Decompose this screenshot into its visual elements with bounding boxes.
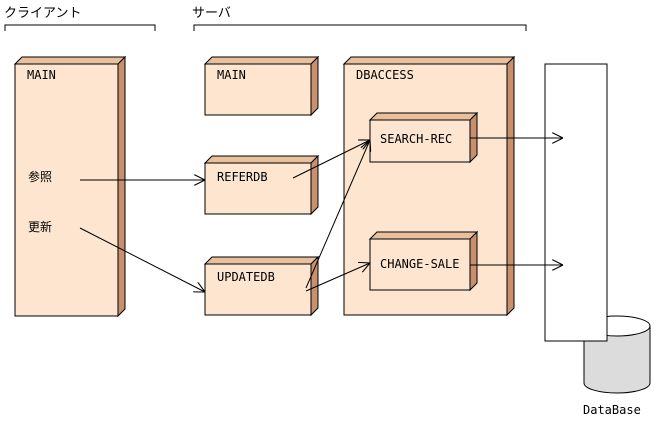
arrow-updatedb-to-search-rec xyxy=(305,140,370,289)
server-bracket xyxy=(193,24,527,31)
client-main-label: MAIN xyxy=(27,68,56,82)
server-header: サーバ xyxy=(192,6,231,21)
database-interface-box xyxy=(544,63,608,342)
client-main-box: MAIN 参照 更新 xyxy=(13,55,127,318)
change-sale-box: CHANGE-SALE xyxy=(368,230,479,292)
updatedb-box: UPDATEDB xyxy=(203,255,320,317)
arrow-updatedb-to-change-sale xyxy=(305,263,370,292)
server-main-box: MAIN xyxy=(203,55,320,117)
server-main-label: MAIN xyxy=(217,68,246,82)
database-label: DataBase xyxy=(583,403,641,417)
referdb-label: REFERDB xyxy=(217,170,268,184)
change-sale-label: CHANGE-SALE xyxy=(380,257,459,271)
dbaccess-label: DBACCESS xyxy=(356,68,414,82)
arrow-referdb-to-search-rec xyxy=(292,140,370,179)
search-rec-label: SEARCH-REC xyxy=(380,132,452,146)
refer-operation-label: 参照 xyxy=(28,169,52,184)
client-header: クライアント xyxy=(4,6,81,21)
referdb-box: REFERDB xyxy=(203,154,320,216)
client-bracket xyxy=(4,24,156,31)
search-rec-box: SEARCH-REC xyxy=(368,111,479,164)
updatedb-label: UPDATEDB xyxy=(217,270,275,284)
arrow-update-to-updatedb xyxy=(79,227,205,292)
update-operation-label: 更新 xyxy=(28,219,52,234)
